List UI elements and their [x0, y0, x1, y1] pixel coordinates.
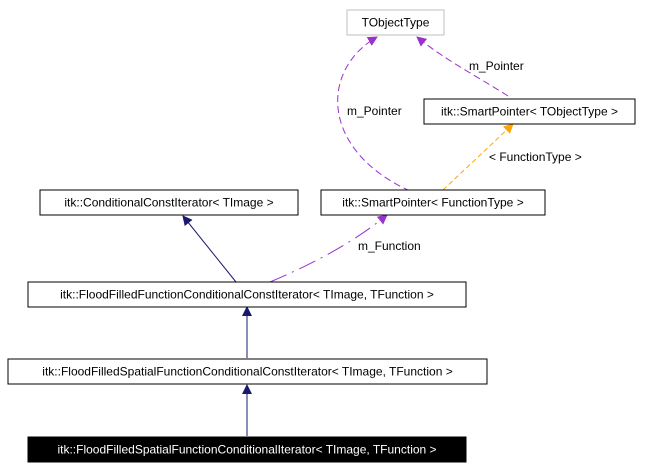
node-conditional-const-iterator[interactable]: itk::ConditionalConstIterator< TImage > [39, 189, 299, 216]
svg-text:itk::ConditionalConstIterator<: itk::ConditionalConstIterator< TImage > [64, 196, 273, 210]
node-smartpointer-functiontype[interactable]: itk::SmartPointer< FunctionType > [320, 189, 546, 216]
svg-text:itk::SmartPointer< TObjectType: itk::SmartPointer< TObjectType > [441, 105, 618, 119]
edge-function-type [442, 123, 514, 191]
edge-m-pointer-top [416, 36, 509, 97]
edge-inherit-conditional [182, 215, 237, 283]
edge-label-m-pointer-left: m_Pointer [347, 104, 402, 118]
edge-label-m-function: m_Function [358, 239, 421, 253]
node-flood-filled-spatial-const-iterator[interactable]: itk::FloodFilledSpatialFunctionCondition… [7, 358, 488, 385]
svg-text:TObjectType: TObjectType [362, 16, 430, 30]
edge-label-function-type: < FunctionType > [489, 150, 582, 164]
node-flood-filled-function-iterator[interactable]: itk::FloodFilledFunctionConditionalConst… [27, 281, 467, 308]
node-smartpointer-tobjecttype[interactable]: itk::SmartPointer< TObjectType > [423, 98, 636, 125]
node-flood-filled-spatial-iterator[interactable]: itk::FloodFilledSpatialFunctionCondition… [27, 436, 467, 463]
svg-text:itk::SmartPointer< FunctionTyp: itk::SmartPointer< FunctionType > [342, 196, 523, 210]
edge-m-function [269, 214, 388, 283]
svg-text:itk::FloodFilledSpatialFunctio: itk::FloodFilledSpatialFunctionCondition… [42, 365, 452, 379]
edge-m-pointer-left [337, 36, 411, 192]
node-tobjecttype[interactable]: TObjectType [346, 9, 445, 36]
svg-text:itk::FloodFilledFunctionCondit: itk::FloodFilledFunctionConditionalConst… [60, 288, 434, 302]
edge-label-m-pointer-top: m_Pointer [469, 59, 524, 73]
svg-text:itk::FloodFilledSpatialFunctio: itk::FloodFilledSpatialFunctionCondition… [57, 443, 436, 457]
